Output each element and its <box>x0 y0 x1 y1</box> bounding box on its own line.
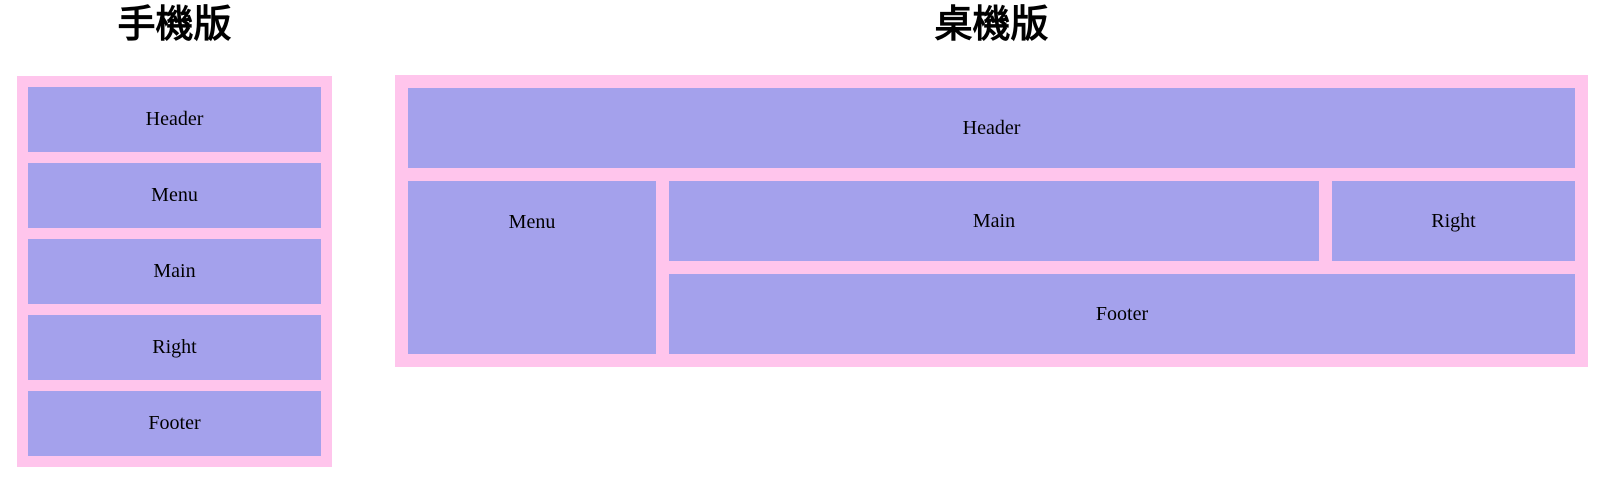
mobile-main-box: Main <box>28 239 321 304</box>
mobile-footer-box: Footer <box>28 391 321 456</box>
desktop-menu-box: Menu <box>408 181 656 354</box>
mobile-section-title: 手機版 <box>117 4 232 46</box>
mobile-right-box: Right <box>28 315 321 380</box>
desktop-section-title: 桌機版 <box>934 4 1049 46</box>
desktop-right-box: Right <box>1332 181 1575 261</box>
mobile-header-box: Header <box>28 87 321 152</box>
desktop-layout-container: Header Menu Main Right Footer <box>395 75 1588 367</box>
desktop-header-box: Header <box>408 88 1575 168</box>
mobile-layout-container: Header Menu Main Right Footer <box>17 76 332 467</box>
desktop-main-box: Main <box>669 181 1319 261</box>
desktop-footer-box: Footer <box>669 274 1575 354</box>
mobile-menu-box: Menu <box>28 163 321 228</box>
